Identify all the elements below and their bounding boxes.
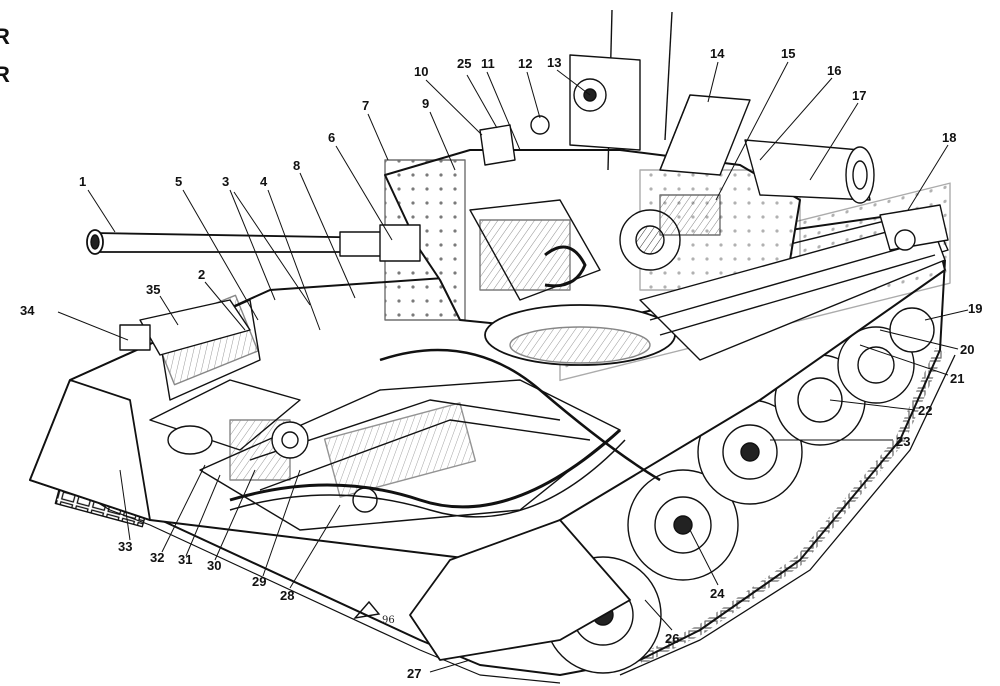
callout-9: 9 (422, 96, 429, 111)
callout-26: 26 (665, 631, 679, 646)
callout-2: 2 (198, 267, 205, 282)
callout-1: 1 (79, 174, 86, 189)
callout-15: 15 (781, 46, 795, 61)
callout-22: 22 (918, 403, 932, 418)
callout-29: 29 (252, 574, 266, 589)
callout-28: 28 (280, 588, 294, 603)
engine-deck (639, 204, 949, 361)
front-stowage (119, 299, 251, 356)
callout-34: 34 (20, 303, 35, 318)
edge-letter-2: R (0, 62, 10, 87)
callout-7: 7 (362, 98, 369, 113)
svg-text:96: 96 (382, 615, 395, 626)
callout-17: 17 (852, 88, 866, 103)
callout-3: 3 (222, 174, 229, 189)
callout-13: 13 (547, 55, 561, 70)
hull-interior (149, 294, 661, 531)
callout-21: 21 (950, 371, 964, 386)
callout-23: 23 (896, 434, 910, 449)
turret (384, 9, 875, 366)
callout-35: 35 (146, 282, 160, 297)
callout-4: 4 (260, 174, 268, 189)
callout-6: 6 (328, 130, 335, 145)
callout-11: 11 (481, 56, 495, 71)
callout-33: 33 (118, 539, 132, 554)
callout-25: 25 (457, 56, 471, 71)
callout-16: 16 (827, 63, 841, 78)
leader-lines (57, 61, 969, 673)
callout-14: 14 (710, 46, 725, 61)
callout-19: 19 (968, 301, 982, 316)
callout-20: 20 (960, 342, 974, 357)
callout-12: 12 (518, 56, 532, 71)
callout-30: 30 (207, 558, 221, 573)
callout-8: 8 (293, 158, 300, 173)
callout-5: 5 (175, 174, 182, 189)
callout-18: 18 (942, 130, 956, 145)
callout-24: 24 (710, 586, 725, 601)
artist-signature: 96 (353, 600, 395, 626)
main-gun (86, 224, 421, 262)
callout-31: 31 (178, 552, 192, 567)
edge-letter-1: R (0, 24, 10, 49)
callout-labels: 1 2 3 4 5 6 7 8 9 10 11 12 13 14 15 16 1… (20, 46, 982, 681)
callout-32: 32 (150, 550, 164, 565)
callout-27: 27 (407, 666, 421, 681)
callout-10: 10 (414, 64, 428, 79)
